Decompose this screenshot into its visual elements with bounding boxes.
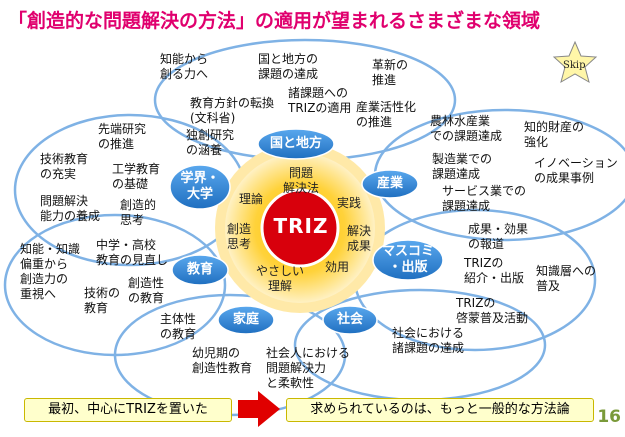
text-triz-keimou: TRIZの 啓蒙普及活動: [456, 296, 529, 325]
category-pill-sangyou: [361, 169, 419, 199]
text-service: サービス業での 課題達成: [442, 184, 527, 213]
category-pill-masukomi: [372, 239, 444, 281]
bottom-right-box: 求められているのは、もっと一般的な方法論: [286, 398, 594, 422]
category-pill-kuni-chihou: [257, 128, 335, 160]
text-shutaisei: 主体性 の教育: [160, 312, 197, 341]
arrow-right-icon: [238, 391, 280, 427]
text-shakai-shokadai: 社会における 諸課題の達成: [392, 326, 465, 355]
center-triz: TRIZ: [273, 214, 329, 238]
category-pill-shakai: [322, 305, 378, 335]
category-masukomi: マスコミ ・出版: [381, 244, 434, 275]
core-mondai-kaiketsuhou: 問題 解決法: [282, 166, 319, 195]
text-shokadai-triz: 諸課題への TRIZの適用: [288, 86, 352, 115]
core-souzou-shikou: 創造 思考: [226, 222, 251, 251]
text-kyouiku-houshin: 教育方針の転換 (文科省): [190, 96, 275, 125]
text-triz-shoukai: TRIZの 紹介・出版: [464, 256, 525, 285]
text-sentan-kenkyuu: 先端研究 の推進: [98, 122, 147, 151]
category-pill-kyouiku: [171, 254, 229, 286]
text-souzouteki-shikou: 創造的 思考: [120, 198, 157, 227]
text-dokusou-kenkyuu: 独創研究 の涵養: [186, 128, 235, 157]
category-kuni-chihou: 国と地方: [269, 136, 322, 151]
text-chinou-chishiki: 知能・知識 偏重から 創造力の 重視へ: [20, 242, 81, 301]
core-yasashii-riron: やさしい 理解: [255, 264, 304, 293]
text-chinou-kara: 知能から 創る力へ: [160, 52, 209, 81]
text-youjiki: 幼児期の 創造性教育: [192, 346, 253, 375]
core-riron: 理論: [238, 192, 263, 206]
text-kougaku-kyouiku: 工学教育 の基礎: [112, 162, 161, 191]
text-shakaijin: 社会人における 問題解決力 と柔軟性: [266, 346, 351, 390]
text-gijutsu-no-kyouiku: 技術の 教育: [84, 286, 121, 315]
text-seika-kouka: 成果・効果 の報道: [468, 222, 529, 251]
text-innovation: イノベーション の成果事例: [534, 156, 618, 185]
core-jissen: 実践: [336, 196, 361, 210]
skip-star-icon: [552, 40, 598, 84]
bottom-left-box: 最初、中心にTRIZを置いた: [24, 398, 232, 422]
category-sangyou: 産業: [376, 176, 403, 191]
text-chuugaku-koukou: 中学・高校 教育の見直し: [96, 238, 169, 267]
category-shakai: 社会: [336, 312, 363, 327]
text-chiteki-zaisan: 知的財産の 強化: [524, 120, 585, 149]
category-katei: 家庭: [232, 312, 259, 327]
category-pill-katei: [217, 305, 275, 335]
text-nourin: 農林水産業 での課題達成: [430, 114, 503, 143]
category-gakkai-daigaku: 学界・ 大学: [180, 171, 220, 202]
core-kaiketsu-seika: 解決 成果: [346, 224, 371, 253]
text-kuni-kadai: 国と地方の 課題の達成: [258, 52, 319, 81]
skip-label[interactable]: Skip: [563, 60, 586, 71]
category-pill-gakkai: [169, 164, 231, 210]
text-sangyou-kasseika: 産業活性化 の推進: [356, 100, 417, 129]
text-seizougyou: 製造業での 課題達成: [432, 152, 493, 181]
text-mondai-kaiketsu-nouryoku: 問題解決 能力の養成: [40, 194, 101, 223]
page-title: 「創造的な問題解決の方法」の適用が望まれるさまざまな領域: [8, 10, 541, 32]
text-souzousei-kyouiku: 創造性 の教育: [128, 276, 165, 305]
text-kakushin: 革新の 推進: [372, 58, 409, 87]
text-chishikisou: 知識層への 普及: [536, 264, 597, 293]
category-kyouiku: 教育: [186, 262, 213, 277]
core-kouyou: 効用: [324, 260, 349, 274]
page-number: 16: [597, 407, 621, 427]
triz-center-circle: [260, 188, 340, 268]
text-gijutsu-kyouiku: 技術教育 の充実: [40, 152, 89, 181]
